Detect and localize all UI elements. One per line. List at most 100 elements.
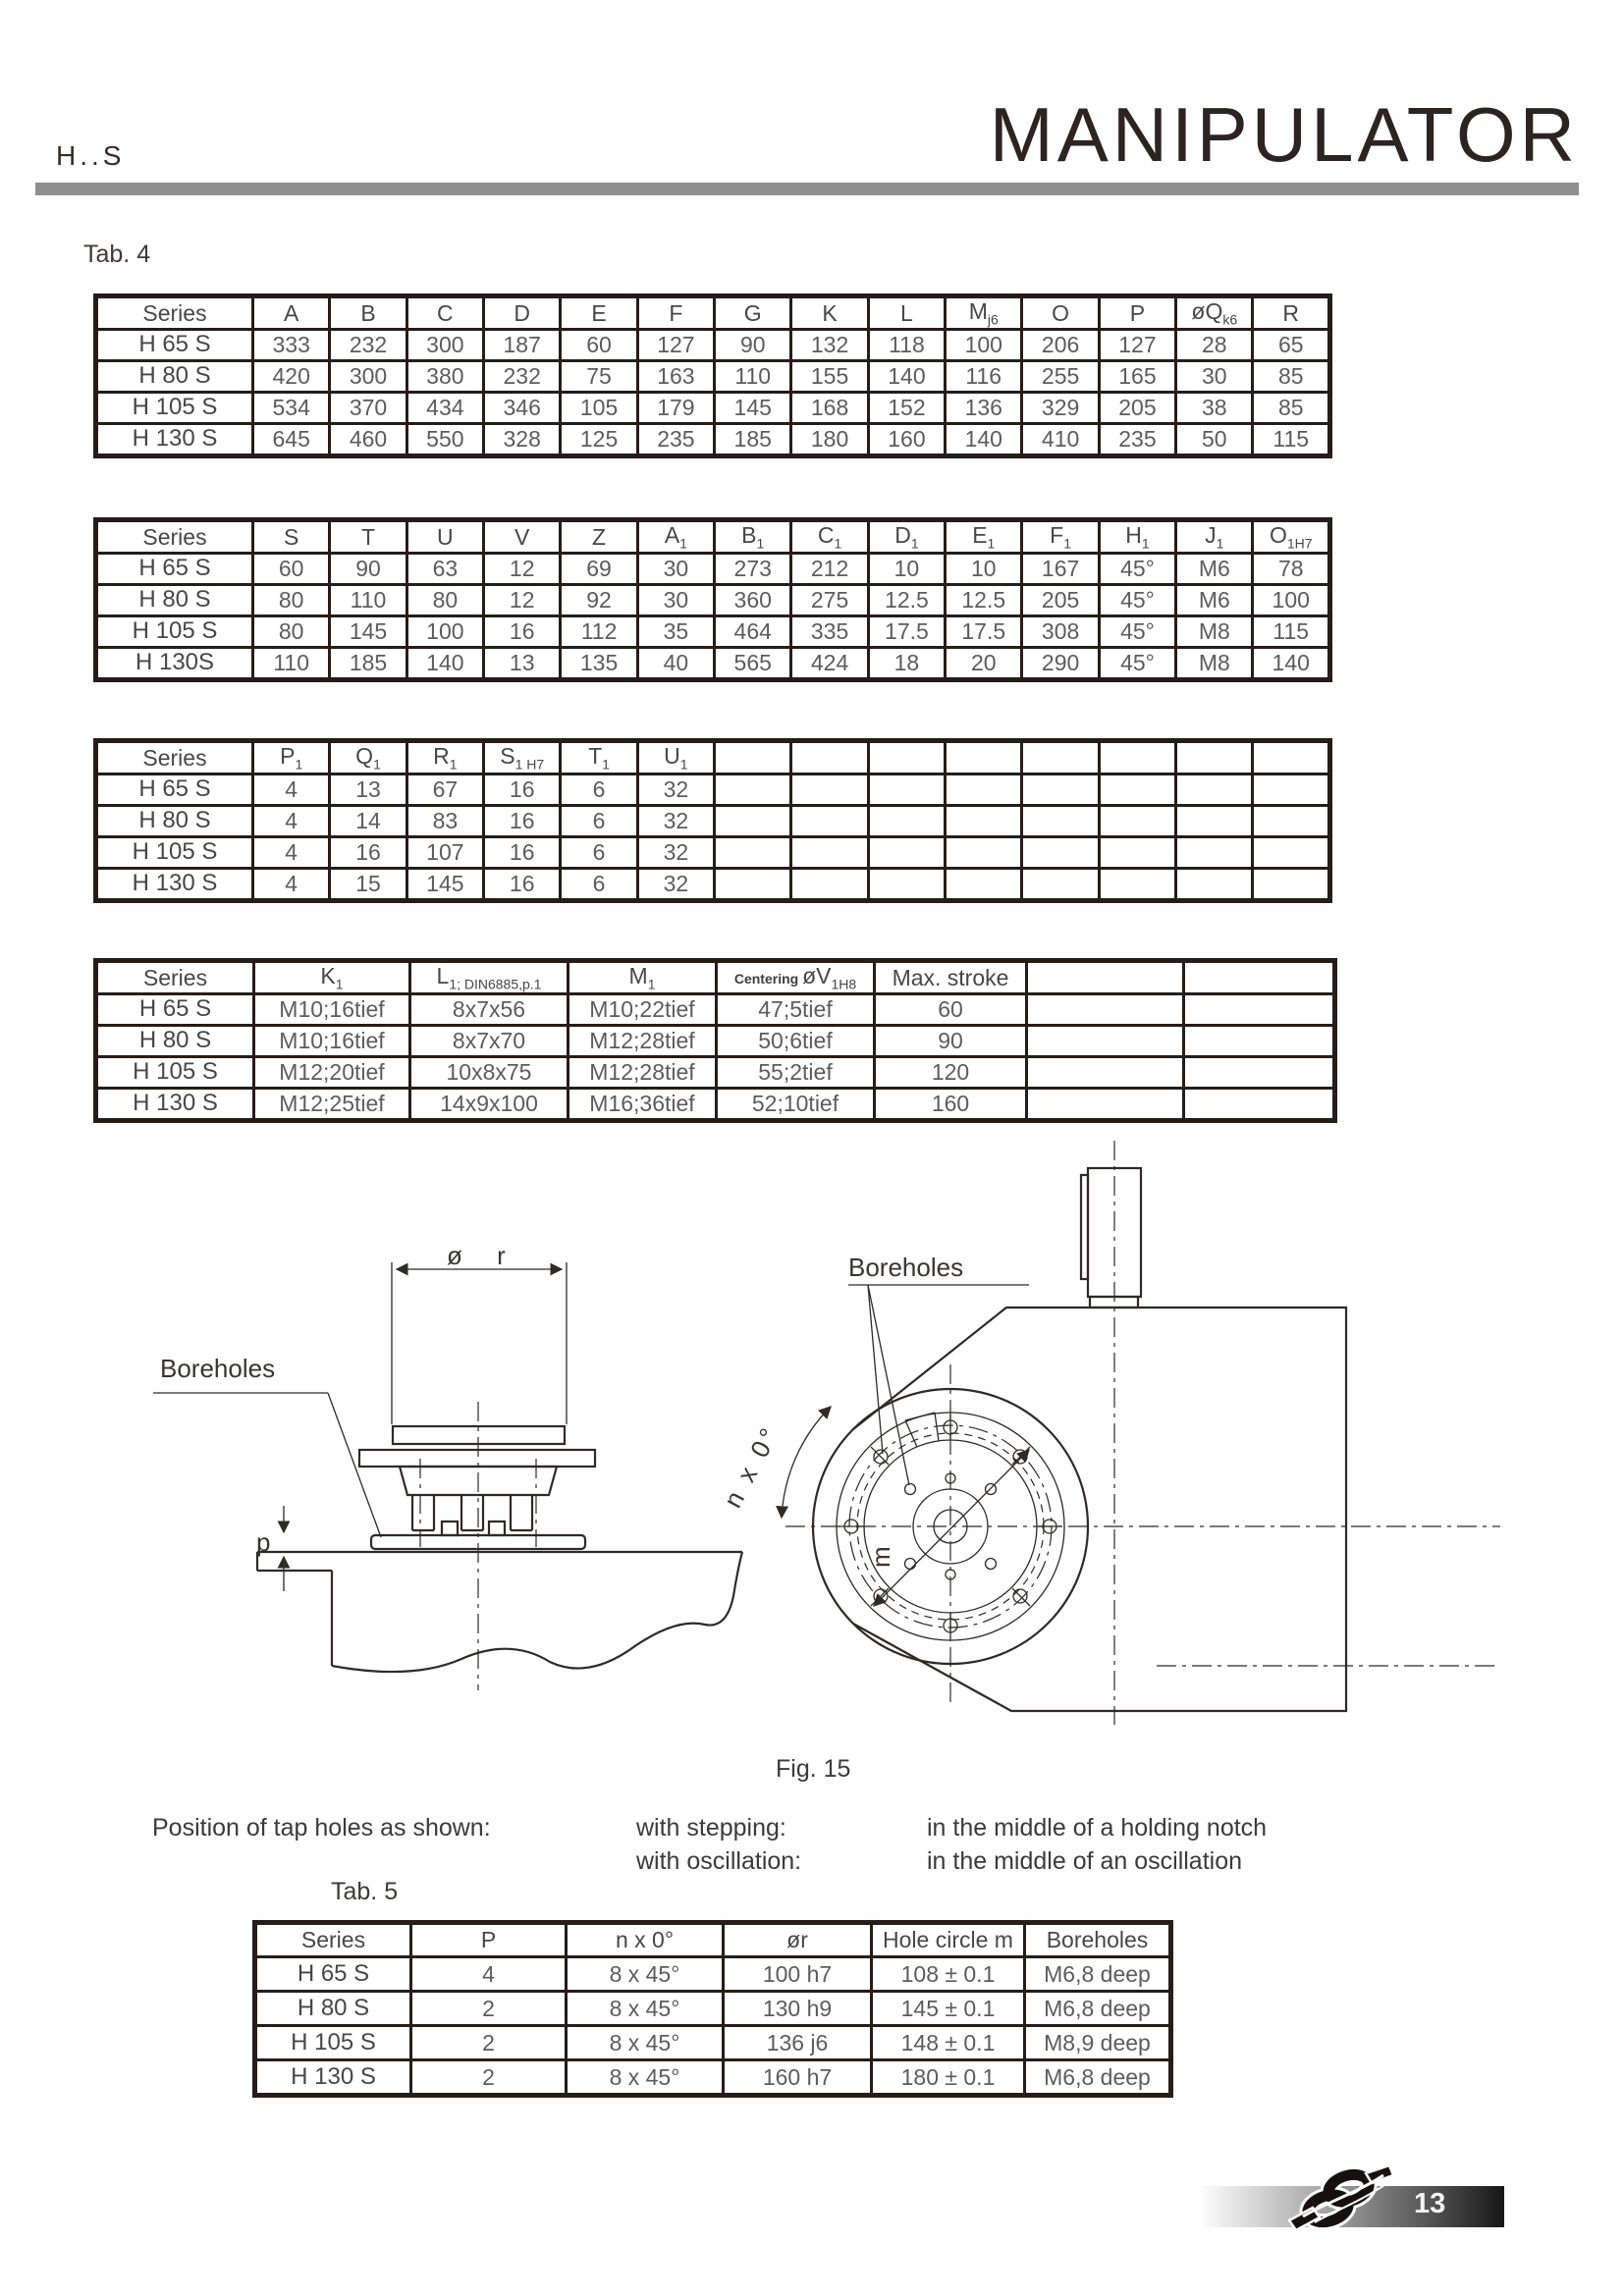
value-cell: 100 h7: [722, 1955, 873, 1993]
value-cell: 273: [713, 551, 793, 586]
value-cell: [713, 803, 793, 838]
value-cell: 92: [559, 582, 639, 617]
value-cell: 45°: [1097, 582, 1178, 617]
value-cell: 45°: [1097, 614, 1178, 649]
series-cell: H 130 S: [94, 1086, 255, 1122]
series-code: H..S: [56, 140, 126, 171]
value-cell: [1020, 834, 1101, 870]
column-header: U: [405, 518, 486, 555]
value-cell: [1174, 803, 1255, 838]
value-cell: 30: [635, 551, 717, 586]
column-header: D1: [866, 518, 947, 555]
column-header: G: [713, 294, 793, 331]
oscillation-note-label: with oscillation:: [636, 1847, 802, 1875]
value-cell: 40: [635, 645, 717, 681]
value-cell: 152: [866, 390, 947, 425]
value-cell: 115: [1251, 421, 1331, 457]
value-cell: 108 ± 0.1: [870, 1955, 1026, 1993]
value-cell: 105: [559, 390, 639, 425]
header-subscript: k6: [1222, 311, 1238, 328]
holding-notch: [904, 1412, 940, 1448]
value-cell: 12: [482, 582, 563, 617]
column-header: S1 H7: [482, 739, 563, 775]
value-cell: [1097, 772, 1178, 807]
header-subscript: 1: [647, 976, 656, 992]
value-cell: 85: [1251, 390, 1331, 425]
header-text: H: [1125, 522, 1142, 548]
header-subscript: 1: [335, 976, 344, 992]
page-number: 13: [1414, 2188, 1446, 2219]
value-cell: 115: [1251, 614, 1331, 649]
header-text: R: [1282, 299, 1300, 326]
value-cell: 132: [789, 327, 870, 362]
technical-drawing: ø r: [153, 1141, 1500, 1725]
header-text: ør: [786, 1927, 808, 1953]
header-text: F: [1050, 522, 1064, 548]
value-cell: [1182, 1023, 1336, 1058]
mounting-feet: [410, 1495, 534, 1537]
value-cell: 300: [328, 358, 408, 394]
header-text: D: [514, 299, 531, 326]
series-cell: H 105 S: [253, 2024, 412, 2061]
value-cell: 2: [409, 2058, 568, 2097]
value-cell: 155: [789, 358, 870, 394]
value-cell: 565: [713, 645, 793, 681]
value-cell: 380: [405, 358, 486, 394]
header-text: C: [437, 299, 454, 326]
value-cell: 160 h7: [722, 2058, 873, 2097]
value-cell: 148 ± 0.1: [870, 2024, 1026, 2061]
value-cell: 16: [482, 803, 563, 838]
header-text: U: [437, 523, 454, 550]
value-cell: 136 j6: [722, 2024, 873, 2061]
value-cell: 12: [482, 551, 563, 586]
value-cell: 308: [1020, 614, 1101, 649]
value-cell: 135: [559, 645, 639, 681]
value-cell: 112: [559, 614, 639, 649]
value-cell: 120: [873, 1054, 1028, 1090]
column-header: Series: [253, 1921, 412, 1958]
value-cell: 410: [1020, 421, 1101, 457]
column-header: P: [1097, 294, 1178, 331]
header-subscript: 1 H7: [514, 756, 545, 773]
column-header: T1: [559, 739, 639, 775]
header-text: n x 0°: [615, 1927, 675, 1953]
value-cell: [1025, 991, 1185, 1027]
value-cell: 255: [1020, 358, 1101, 394]
column-header: [1182, 959, 1336, 995]
value-cell: 127: [635, 327, 717, 362]
header-text: S: [284, 523, 299, 550]
header-text: O: [1052, 299, 1070, 326]
value-cell: [789, 772, 870, 807]
value-cell: 18: [866, 645, 947, 681]
value-cell: 145: [713, 390, 793, 425]
value-cell: 10: [866, 551, 947, 586]
column-header: O: [1020, 294, 1101, 331]
header-text: R: [433, 743, 450, 769]
value-cell: 145: [405, 866, 486, 902]
value-cell: 333: [250, 327, 332, 362]
header-text: K: [320, 963, 336, 988]
value-cell: 534: [250, 390, 332, 425]
column-header: Q1: [328, 739, 408, 775]
series-cell: H 80 S: [94, 358, 254, 394]
value-cell: 645: [250, 421, 332, 457]
header-subscript: j6: [987, 311, 999, 328]
column-header: M1: [567, 959, 718, 995]
header-text: T: [360, 523, 376, 550]
header-text: Series: [142, 964, 208, 990]
header-subscript: 1: [679, 535, 687, 552]
series-cell: H 80 S: [94, 803, 254, 838]
column-header: U1: [635, 739, 717, 775]
value-cell: 167: [1020, 551, 1101, 586]
column-header: J1: [1174, 518, 1255, 555]
header-subscript: 1: [449, 756, 458, 773]
header-text: M: [968, 298, 988, 324]
